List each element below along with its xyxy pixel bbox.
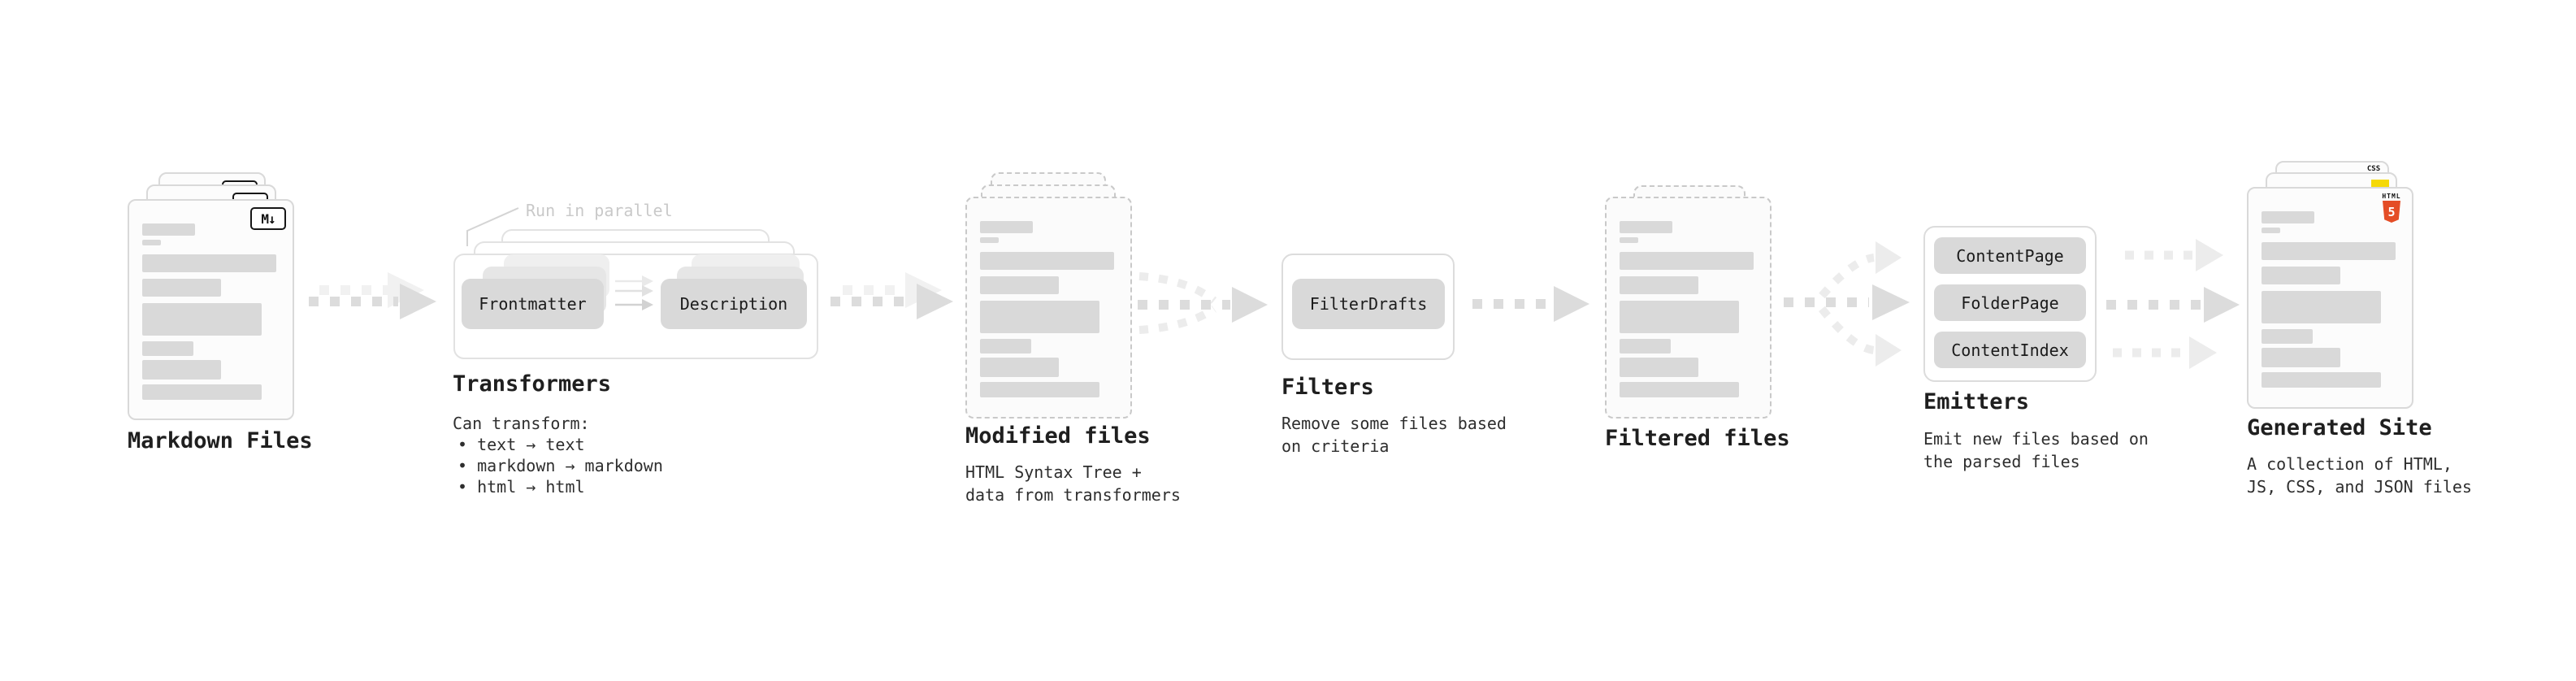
placeholder-line	[1620, 221, 1672, 233]
placeholder-line	[2262, 329, 2313, 344]
placeholder-line	[142, 240, 161, 245]
generated-site-description: A collection of HTML, JS, CSS, and JSON …	[2247, 454, 2472, 497]
placeholder-line	[142, 384, 262, 400]
placeholder-line	[2262, 291, 2381, 323]
filters-box: FilterDrafts	[1281, 254, 1455, 360]
placeholder-line	[1620, 237, 1638, 243]
transformers-description: Can transform:	[453, 414, 590, 433]
js-icon	[2371, 180, 2389, 189]
placeholder-line	[980, 382, 1099, 397]
filters-description: Remove some files based on criteria	[1281, 414, 1507, 456]
filtered-files-stack	[1605, 185, 1808, 425]
description-pill: Description	[661, 279, 807, 329]
arrow-transformers-to-modified	[830, 272, 953, 319]
placeholder-line	[1620, 358, 1698, 377]
placeholder-line	[1620, 276, 1698, 294]
placeholder-line	[2262, 372, 2381, 388]
filterdrafts-pill: FilterDrafts	[1292, 279, 1445, 329]
placeholder-line	[980, 276, 1059, 294]
placeholder-line	[980, 237, 999, 243]
modified-files-description: HTML Syntax Tree + data from transformer…	[965, 462, 1181, 505]
emitters-title: Emitters	[1923, 389, 2030, 414]
placeholder-line	[2262, 211, 2314, 223]
frontmatter-pill: Frontmatter	[462, 279, 604, 329]
placeholder-line	[142, 279, 221, 297]
modified-file-card-front	[965, 197, 1132, 419]
modified-files-stack	[965, 172, 1169, 424]
placeholder-line	[142, 360, 221, 380]
placeholder-line	[2262, 267, 2340, 284]
placeholder-line	[1620, 382, 1739, 397]
html-file-card: HTML 5	[2247, 187, 2413, 409]
placeholder-line	[142, 254, 276, 272]
placeholder-line	[2262, 228, 2280, 233]
contentpage-pill: ContentPage	[1934, 237, 2086, 274]
placeholder-line	[980, 301, 1099, 333]
modified-files-title: Modified files	[965, 423, 1151, 449]
markdown-files-title: Markdown Files	[128, 428, 313, 453]
arrow-filters-to-filtered	[1472, 286, 1589, 322]
run-in-parallel-annotation: Run in parallel	[526, 201, 673, 220]
generated-site-stack: CSS HTML 5	[2247, 161, 2450, 413]
filters-title: Filters	[1281, 375, 1374, 400]
placeholder-line	[980, 358, 1059, 377]
markdown-icon: M↓	[250, 207, 286, 230]
placeholder-line	[1620, 339, 1671, 354]
arrow-emitters-to-generated	[2106, 239, 2240, 369]
markdown-file-card-front: M↓	[128, 199, 294, 420]
filtered-file-card-front	[1605, 197, 1772, 419]
transformers-stack: Frontmatter Description	[453, 229, 821, 361]
placeholder-line	[1620, 301, 1739, 333]
placeholder-line	[2262, 348, 2340, 367]
placeholder-line	[980, 339, 1031, 354]
generated-site-title: Generated Site	[2247, 415, 2432, 440]
placeholder-line	[142, 223, 195, 236]
markdown-files-stack: M↓ M↓ M↓	[128, 172, 331, 424]
contentindex-pill: ContentIndex	[1934, 332, 2086, 368]
transformers-title: Transformers	[453, 371, 612, 397]
emitters-box: ContentPage FolderPage ContentIndex	[1923, 226, 2097, 382]
placeholder-line	[1620, 252, 1754, 270]
placeholder-line	[2262, 242, 2396, 260]
filtered-files-title: Filtered files	[1605, 426, 1790, 451]
folderpage-pill: FolderPage	[1934, 284, 2086, 321]
transformers-bullet-list: • text → text • markdown → markdown • ht…	[458, 435, 663, 497]
placeholder-line	[980, 252, 1114, 270]
placeholder-line	[980, 221, 1033, 233]
html5-icon: HTML 5	[2381, 193, 2402, 223]
emitters-description: Emit new files based on the parsed files	[1923, 429, 2149, 471]
placeholder-line	[142, 341, 193, 356]
placeholder-line	[142, 303, 262, 336]
